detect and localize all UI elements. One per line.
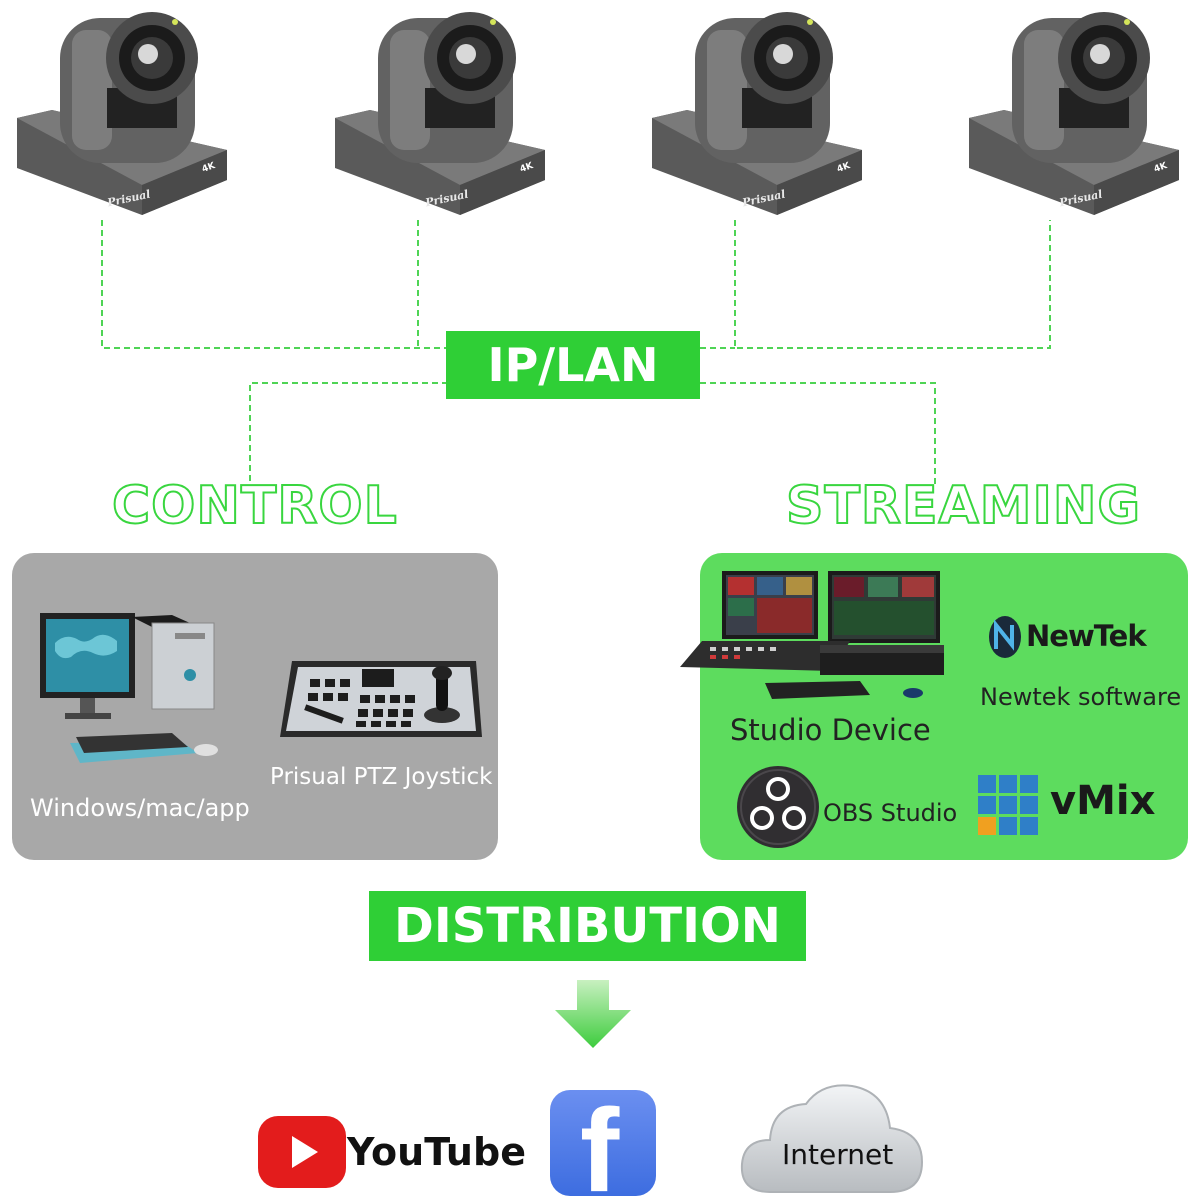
ptz-joystick-icon xyxy=(280,661,482,737)
ip-lan-label: IP/LAN xyxy=(446,331,700,399)
vmix-logo-icon xyxy=(978,775,1038,835)
ptz-camera: Prisual 4K xyxy=(647,0,867,222)
computer-label: Windows/mac/app xyxy=(30,794,250,822)
internet-cloud-icon xyxy=(740,1084,924,1193)
studio-device-icon xyxy=(680,571,944,699)
ptz-camera: Prisual 4K xyxy=(964,0,1184,222)
newtek-software-label: Newtek software xyxy=(980,683,1182,711)
down-arrow-icon xyxy=(555,980,631,1048)
vmix-label: vMix xyxy=(1050,778,1156,824)
control-title: CONTROL xyxy=(111,475,398,537)
youtube-icon xyxy=(258,1116,346,1188)
facebook-glyph: f xyxy=(580,1090,620,1196)
newtek-logo-text: NewTek xyxy=(1026,619,1147,653)
internet-label: Internet xyxy=(782,1138,894,1171)
facebook-icon: f xyxy=(550,1090,656,1196)
computer-icon xyxy=(40,613,218,763)
control-panel: Windows/mac/app Prisual PTZ Joystick xyxy=(12,553,498,860)
youtube-label: YouTube xyxy=(347,1130,526,1174)
obs-studio-label: OBS Studio xyxy=(823,799,958,827)
streaming-panel: Studio Device NewTek Newtek software OBS… xyxy=(680,553,1188,860)
studio-device-label: Studio Device xyxy=(730,713,931,747)
ptz-camera: Prisual 4K xyxy=(330,0,550,222)
streaming-title: STREAMING xyxy=(785,475,1142,537)
obs-studio-icon xyxy=(737,766,819,848)
distribution-label: DISTRIBUTION xyxy=(369,891,806,961)
joystick-label: Prisual PTZ Joystick xyxy=(270,764,493,790)
ptz-camera: Prisual 4K xyxy=(12,0,232,222)
newtek-logo-icon xyxy=(989,616,1021,658)
